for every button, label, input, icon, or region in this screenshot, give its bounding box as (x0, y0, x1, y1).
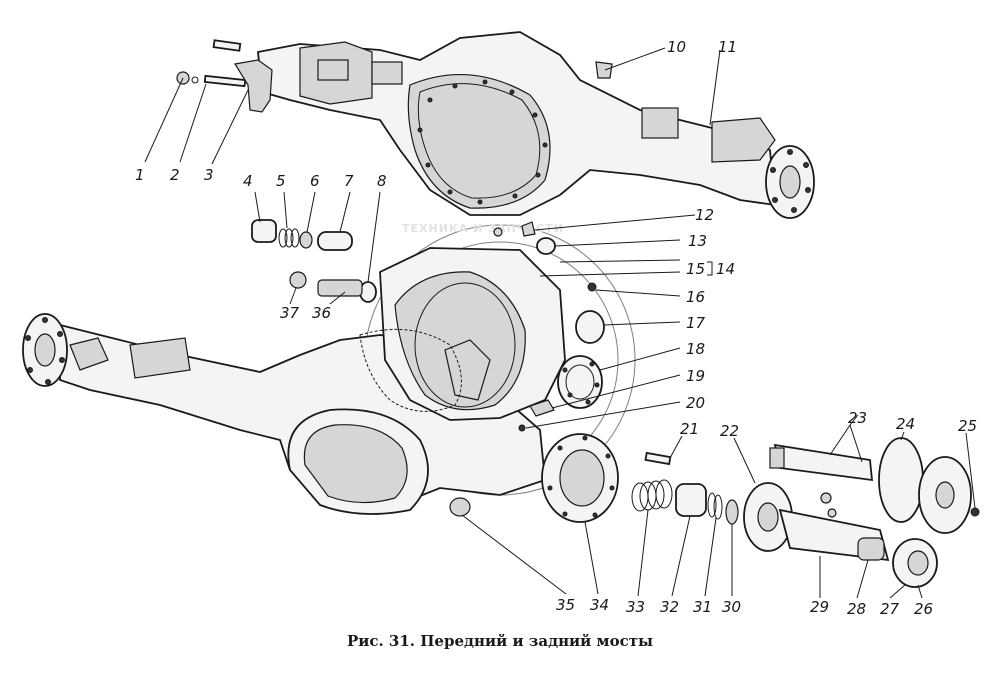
label-32: 32 (660, 598, 679, 616)
label-27: 27 (880, 600, 900, 618)
parts-4-8 (251, 219, 377, 303)
label-21: 21 (680, 420, 699, 438)
label-36: 36 (312, 304, 331, 322)
label-20: 20 (686, 394, 705, 412)
label-25: 25 (958, 417, 977, 435)
parts-1-3 (176, 39, 273, 113)
label-6: 6 (310, 172, 320, 190)
label-14: 14 (716, 260, 735, 278)
figure-caption: Рис. 31. Передний и задний мосты (346, 632, 654, 650)
label-11: 11 (718, 38, 737, 56)
hub-studs-front (770, 149, 811, 213)
hub-studs-rear (25, 317, 65, 385)
label-10: 10 (667, 38, 686, 56)
label-4: 4 (243, 172, 253, 190)
label-15: 15 (686, 260, 705, 278)
ring-gear (359, 328, 462, 412)
label-34: 34 (590, 596, 609, 614)
leader-lines (144, 47, 976, 599)
label-13: 13 (688, 232, 707, 250)
label-19: 19 (686, 367, 705, 385)
label-23: 23 (848, 409, 867, 427)
label-29: 29 (810, 598, 829, 616)
label-37: 37 (280, 304, 300, 322)
watermark-text: ТЕХНИКА И ЗАПЧАСТИ (402, 222, 564, 235)
part-labels: 1 2 3 4 5 6 7 8 10 11 12 13 14 15 16 17 … (135, 38, 977, 618)
differential-carrier (359, 247, 566, 421)
spacer-31 (707, 492, 723, 520)
flange-34-bolts (547, 435, 615, 518)
label-17: 17 (686, 314, 706, 332)
spring-5 (278, 228, 300, 248)
label-16: 16 (686, 288, 705, 306)
label-30: 30 (722, 598, 741, 616)
label-3: 3 (204, 166, 214, 184)
label-33: 33 (626, 598, 645, 616)
flange-34 (449, 433, 619, 523)
label-22: 22 (720, 422, 739, 440)
label-31: 31 (693, 598, 712, 616)
label-35: 35 (556, 596, 575, 614)
front-axle-housing (257, 31, 815, 219)
label-28: 28 (847, 600, 866, 618)
label-26: 26 (914, 600, 933, 618)
label-18: 18 (686, 340, 705, 358)
label-5: 5 (276, 172, 286, 190)
seal-33 (631, 479, 673, 512)
label-12: 12 (695, 206, 714, 224)
label-24: 24 (896, 415, 915, 433)
label-2: 2 (170, 166, 180, 184)
label-7: 7 (344, 172, 354, 190)
half-shaft-assembly (631, 437, 980, 588)
label-8: 8 (377, 172, 387, 190)
parts-12-20 (493, 221, 605, 432)
bearing-18-rollers (562, 361, 600, 405)
bolt-ring-front (417, 79, 548, 205)
label-1: 1 (135, 166, 145, 184)
